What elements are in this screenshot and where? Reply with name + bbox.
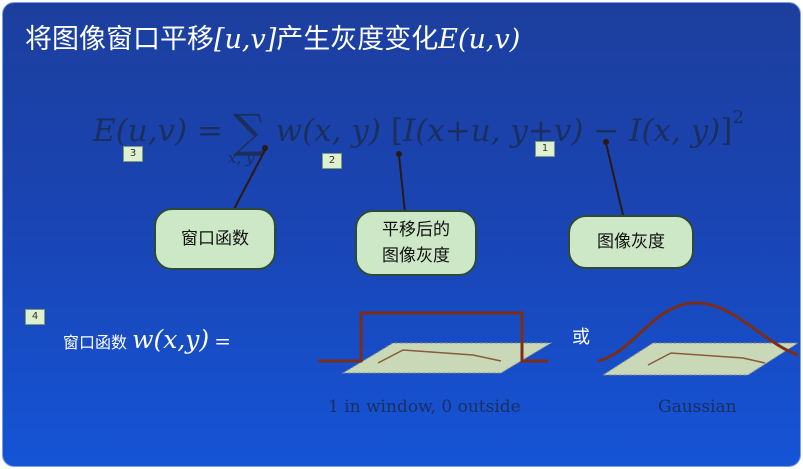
box-plane-curve bbox=[377, 349, 502, 364]
diagram-graphics bbox=[232, 139, 800, 376]
bubble-intensity: 图像灰度 bbox=[568, 215, 694, 269]
window-label-text: 窗口函数 bbox=[63, 333, 128, 352]
box-plane bbox=[341, 342, 553, 374]
title-suffix: 产生灰度变化 bbox=[276, 24, 439, 55]
gaussian-plane bbox=[601, 342, 800, 376]
formula-window: w(x, y) bbox=[275, 113, 381, 149]
title-prefix: 将图像窗口平移 bbox=[25, 24, 214, 55]
window-label-eq: = bbox=[214, 329, 232, 353]
energy-formula: E(u,v) = ∑ w(x, y) [I(x+u, y+v) − I(x, y… bbox=[93, 98, 744, 158]
connector-window bbox=[232, 149, 266, 212]
formula-power: 2 bbox=[732, 107, 744, 128]
connector-shifted bbox=[398, 154, 406, 214]
formula-lhs: E(u,v) = bbox=[93, 113, 223, 149]
marker-3: 3 bbox=[123, 146, 143, 162]
bubble-shifted-intensity: 平移后的 图像灰度 bbox=[355, 210, 477, 276]
sum-subscript: x, y bbox=[228, 149, 255, 167]
bubble-shifted-intensity-text: 平移后的 图像灰度 bbox=[382, 220, 450, 266]
formula-intensity: I(x, y) bbox=[629, 113, 721, 149]
connector-gray bbox=[605, 142, 624, 216]
caption-box-window: 1 in window, 0 outside bbox=[328, 397, 521, 417]
title-func: E(u,v) bbox=[438, 24, 521, 55]
marker-4: 4 bbox=[25, 309, 45, 325]
connector-dot-gray bbox=[603, 139, 609, 145]
bubble-intensity-text: 图像灰度 bbox=[597, 232, 665, 252]
bubble-window-function-text: 窗口函数 bbox=[181, 229, 249, 249]
title-uv: [u,v] bbox=[214, 24, 277, 55]
connector-dot-window bbox=[262, 145, 268, 151]
gaussian-plane-curve bbox=[647, 352, 766, 366]
connector-dot-shifted bbox=[396, 151, 402, 157]
marker-1: 1 bbox=[535, 141, 555, 157]
caption-gaussian: Gaussian bbox=[658, 397, 737, 417]
box-function bbox=[318, 311, 548, 363]
bracket-close: ] bbox=[720, 113, 733, 149]
window-label-w: w(x,y) bbox=[132, 325, 210, 354]
sum-symbol: ∑ bbox=[232, 104, 266, 158]
or-text: 或 bbox=[572, 327, 590, 348]
bubble-window-function: 窗口函数 bbox=[154, 208, 276, 270]
bracket-open: [ bbox=[390, 113, 403, 149]
slide-title: 将图像窗口平移[u,v]产生灰度变化E(u,v) bbox=[25, 17, 520, 56]
window-function-label: 窗口函数 w(x,y) = bbox=[63, 325, 231, 354]
gaussian-function bbox=[597, 301, 799, 363]
marker-2: 2 bbox=[322, 153, 342, 169]
